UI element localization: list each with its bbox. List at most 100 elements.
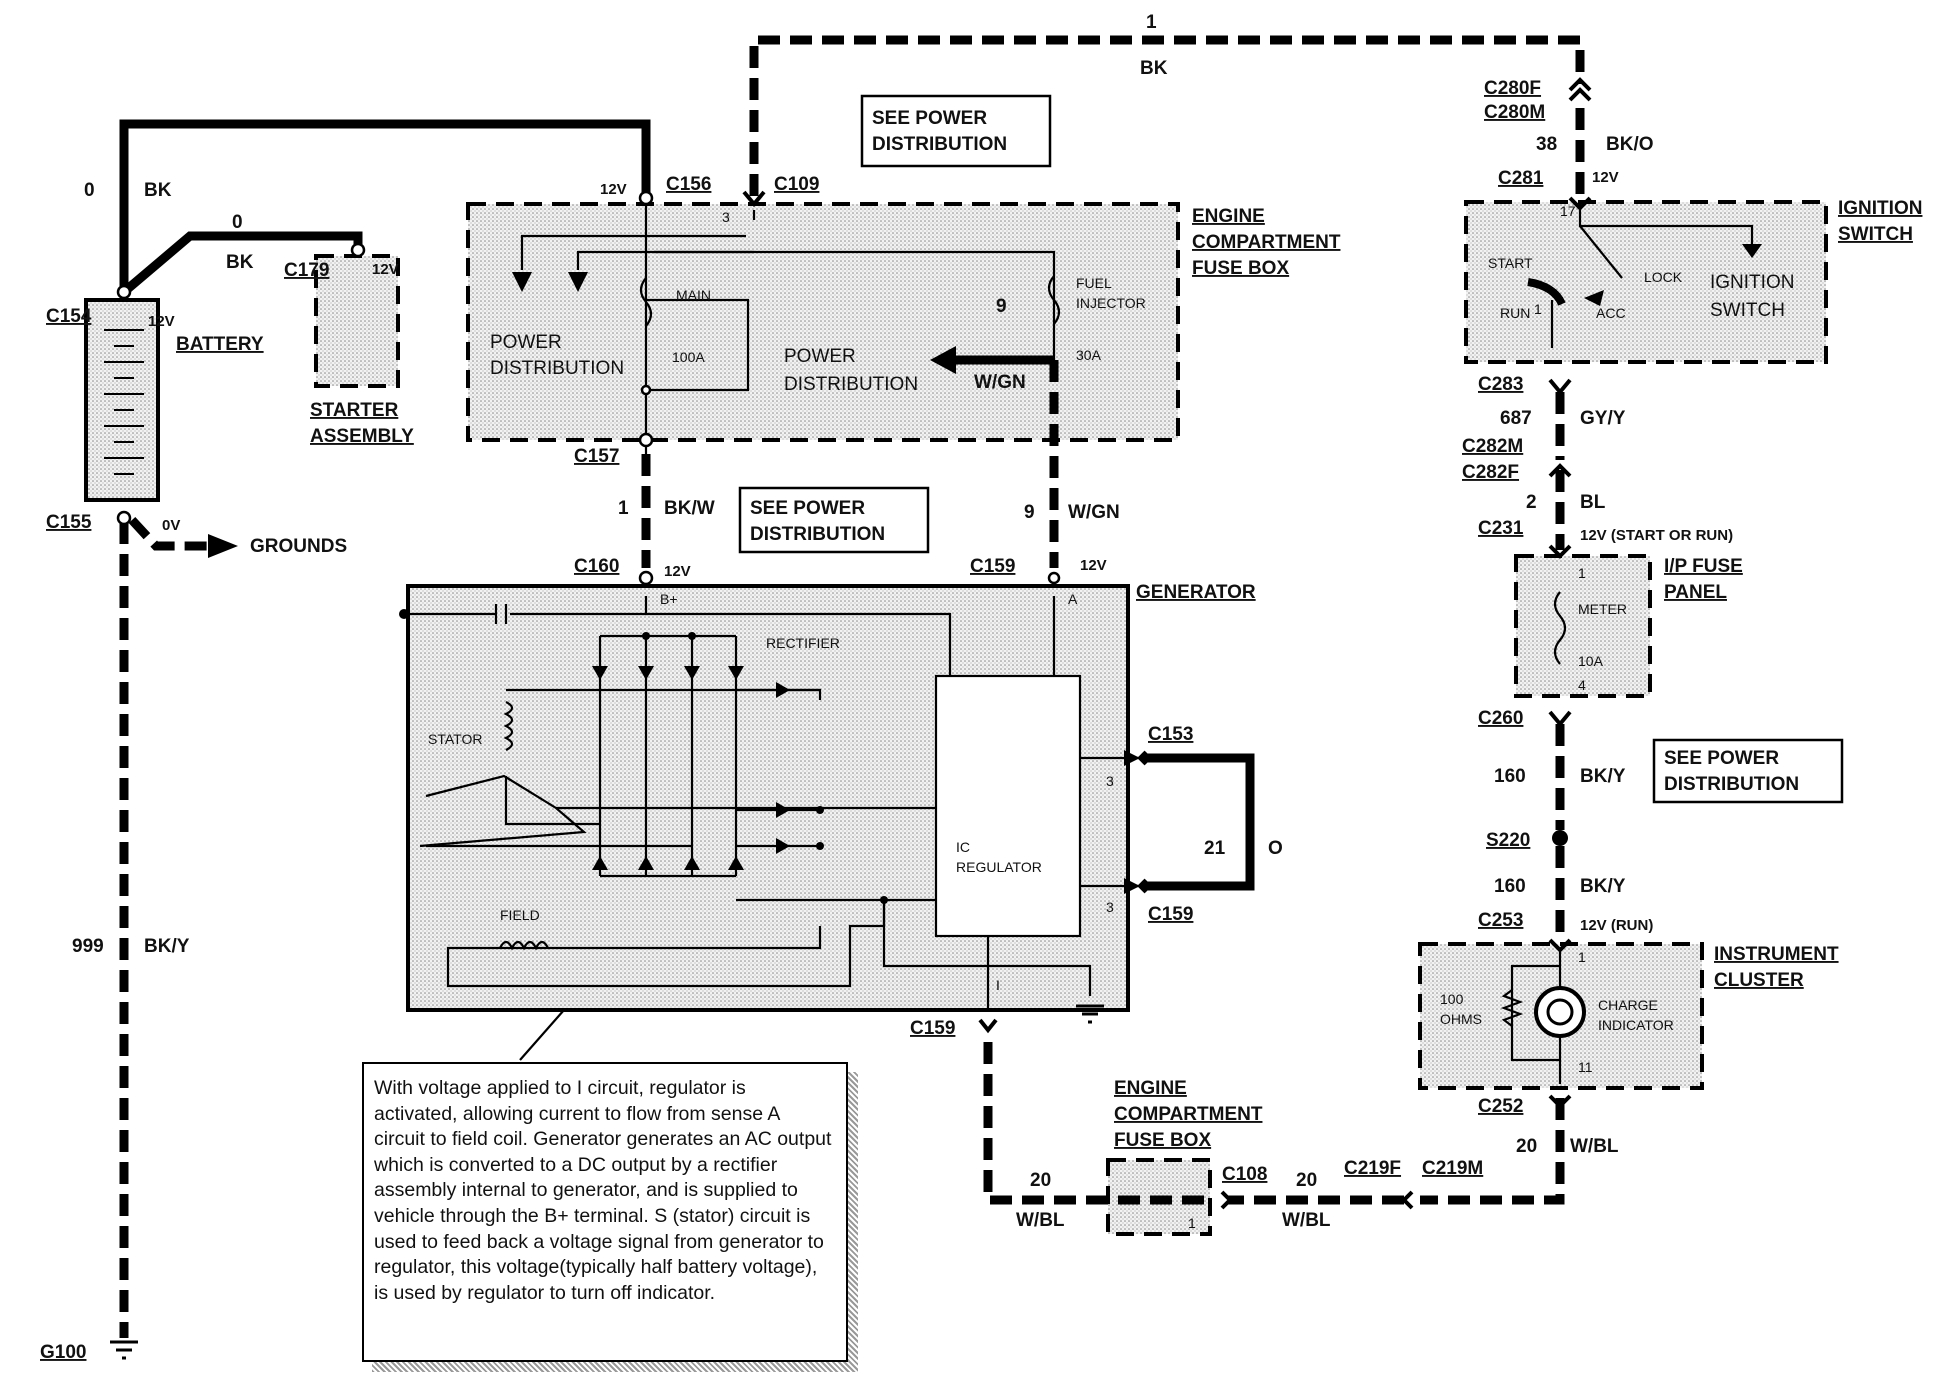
ignition-switch-box <box>1464 200 1828 364</box>
wire-color-20b: W/BL <box>1282 1210 1331 1231</box>
volt-c159: 12V <box>1080 557 1107 574</box>
wire-color-160b: BK/Y <box>1580 876 1626 897</box>
connector-chevrons <box>742 77 1592 1210</box>
inner-charge-1: CHARGE <box>1598 997 1658 1013</box>
wire-num-1: 1 <box>618 498 629 519</box>
starter-assembly-box <box>314 254 400 388</box>
comp-ipfuse-2: PANEL <box>1664 582 1727 603</box>
regulator-note: With voltage applied to I circuit, regul… <box>362 1062 848 1362</box>
inner-pin-i: 3 <box>1106 899 1114 915</box>
inner-ohms-2: OHMS <box>1440 1011 1482 1027</box>
inner-ign-pin17: 17 <box>1560 203 1576 219</box>
generator-ground-icon <box>1076 1004 1104 1024</box>
see-power-top-2: DISTRIBUTION <box>872 134 1007 155</box>
label-c179: C179 <box>284 260 329 281</box>
label-c282f: C282F <box>1462 462 1519 483</box>
grounds-arrow-icon <box>208 534 238 558</box>
wire-color-20a: W/BL <box>1016 1210 1065 1231</box>
inner-pin3: 3 <box>722 209 730 225</box>
wire-color-20c: W/BL <box>1570 1136 1619 1157</box>
label-c280m: C280M <box>1484 102 1545 123</box>
inner-pd2-2: DISTRIBUTION <box>784 374 918 395</box>
wire-color-1: BK/W <box>664 498 715 519</box>
wire-21-o <box>1141 753 1255 891</box>
wire-num-9b: 9 <box>1024 502 1035 523</box>
note-callout-line <box>519 1009 565 1061</box>
comp-ign-1: IGNITION <box>1838 198 1922 219</box>
volt-c253: 12V (RUN) <box>1580 917 1653 934</box>
inner-acc: ACC <box>1596 305 1626 321</box>
battery-cells <box>104 329 144 475</box>
label-c159-top: C159 <box>970 556 1015 577</box>
inner-pin-i2: I <box>996 977 1000 993</box>
label-c219m: C219M <box>1422 1158 1483 1179</box>
label-c159-mid: C159 <box>1148 904 1193 925</box>
wire-color-9b: W/GN <box>1068 502 1120 523</box>
comp-ecfb-1: ENGINE <box>1192 206 1265 227</box>
wire-num-0a: 0 <box>84 180 95 201</box>
arrow-9-wgn <box>930 346 956 374</box>
label-c157: C157 <box>574 446 619 467</box>
wire-1-bk-top <box>749 35 1585 196</box>
inner-ic: IC <box>956 839 970 855</box>
comp-cluster-2: CLUSTER <box>1714 970 1804 991</box>
comp-ecfb2-2: COMPARTMENT <box>1114 1104 1263 1125</box>
inner-run: RUN <box>1500 305 1530 321</box>
label-c108: C108 <box>1222 1164 1267 1185</box>
wire-num-687: 687 <box>1500 408 1532 429</box>
see-power-right-2: DISTRIBUTION <box>1664 774 1799 795</box>
label-c260: C260 <box>1478 708 1523 729</box>
see-power-box-right <box>1652 738 1844 804</box>
ground-g100-icon <box>110 1340 138 1360</box>
battery-body <box>84 298 160 502</box>
comp-cluster-1: INSTRUMENT <box>1714 944 1839 965</box>
inner-pin-s: 3 <box>1106 773 1114 789</box>
see-power-mid-2: DISTRIBUTION <box>750 524 885 545</box>
wire-color-0a: BK <box>144 180 172 201</box>
volt-c179: 12V <box>372 261 399 278</box>
ign-start-contact <box>1527 278 1566 306</box>
label-c154: C154 <box>46 306 92 327</box>
inner-ohms-1: 100 <box>1440 991 1464 1007</box>
splice-s220 <box>1552 830 1568 846</box>
comp-starter-2: ASSEMBLY <box>310 426 414 447</box>
wire-num-160b: 160 <box>1494 876 1526 897</box>
comp-ipfuse-1: I/P FUSE <box>1664 556 1743 577</box>
wire-color-9a: W/GN <box>974 372 1026 393</box>
inner-fuel-1: FUEL <box>1076 275 1112 291</box>
label-c153: C153 <box>1148 724 1193 745</box>
label-c280f: C280F <box>1484 78 1541 99</box>
wire-num-20b: 20 <box>1296 1170 1317 1191</box>
see-power-mid-1: SEE POWER <box>750 498 865 519</box>
label-c109: C109 <box>774 174 819 195</box>
see-power-box-mid <box>738 486 930 554</box>
label-c219f: C219F <box>1344 1158 1401 1179</box>
wire-num-20c: 20 <box>1516 1136 1537 1157</box>
wire-color-999: BK/Y <box>144 936 190 957</box>
comp-ecfb-2: COMPARTMENT <box>1192 232 1341 253</box>
comp-generator: GENERATOR <box>1136 582 1256 603</box>
label-c160: C160 <box>574 556 619 577</box>
volt-c231: 12V (START OR RUN) <box>1580 527 1733 544</box>
inner-field: FIELD <box>500 907 540 923</box>
label-c156: C156 <box>666 174 711 195</box>
inner-lock: LOCK <box>1644 269 1683 285</box>
label-c231: C231 <box>1478 518 1524 539</box>
wire-20-left <box>983 1034 1204 1205</box>
volt-c281: 12V <box>1592 169 1619 186</box>
wire-color-160a: BK/Y <box>1580 766 1626 787</box>
wire-color-38: BK/O <box>1606 134 1654 155</box>
wire-color-0b: BK <box>226 252 254 273</box>
inner-stator: STATOR <box>428 731 482 747</box>
inner-ign-1: IGNITION <box>1710 272 1794 293</box>
comp-ign-2: SWITCH <box>1838 224 1913 245</box>
inner-pd1-1: POWER <box>490 332 562 353</box>
wire-grounds <box>128 516 210 551</box>
label-c252: C252 <box>1478 1096 1523 1117</box>
wire-num-160a: 160 <box>1494 766 1526 787</box>
inner-a: A <box>1068 591 1078 607</box>
volt-c154: 12V <box>148 313 175 330</box>
ignition-internals <box>1550 204 1754 348</box>
inner-fuel-amp: 30A <box>1076 347 1102 363</box>
label-g100: G100 <box>40 1342 86 1363</box>
